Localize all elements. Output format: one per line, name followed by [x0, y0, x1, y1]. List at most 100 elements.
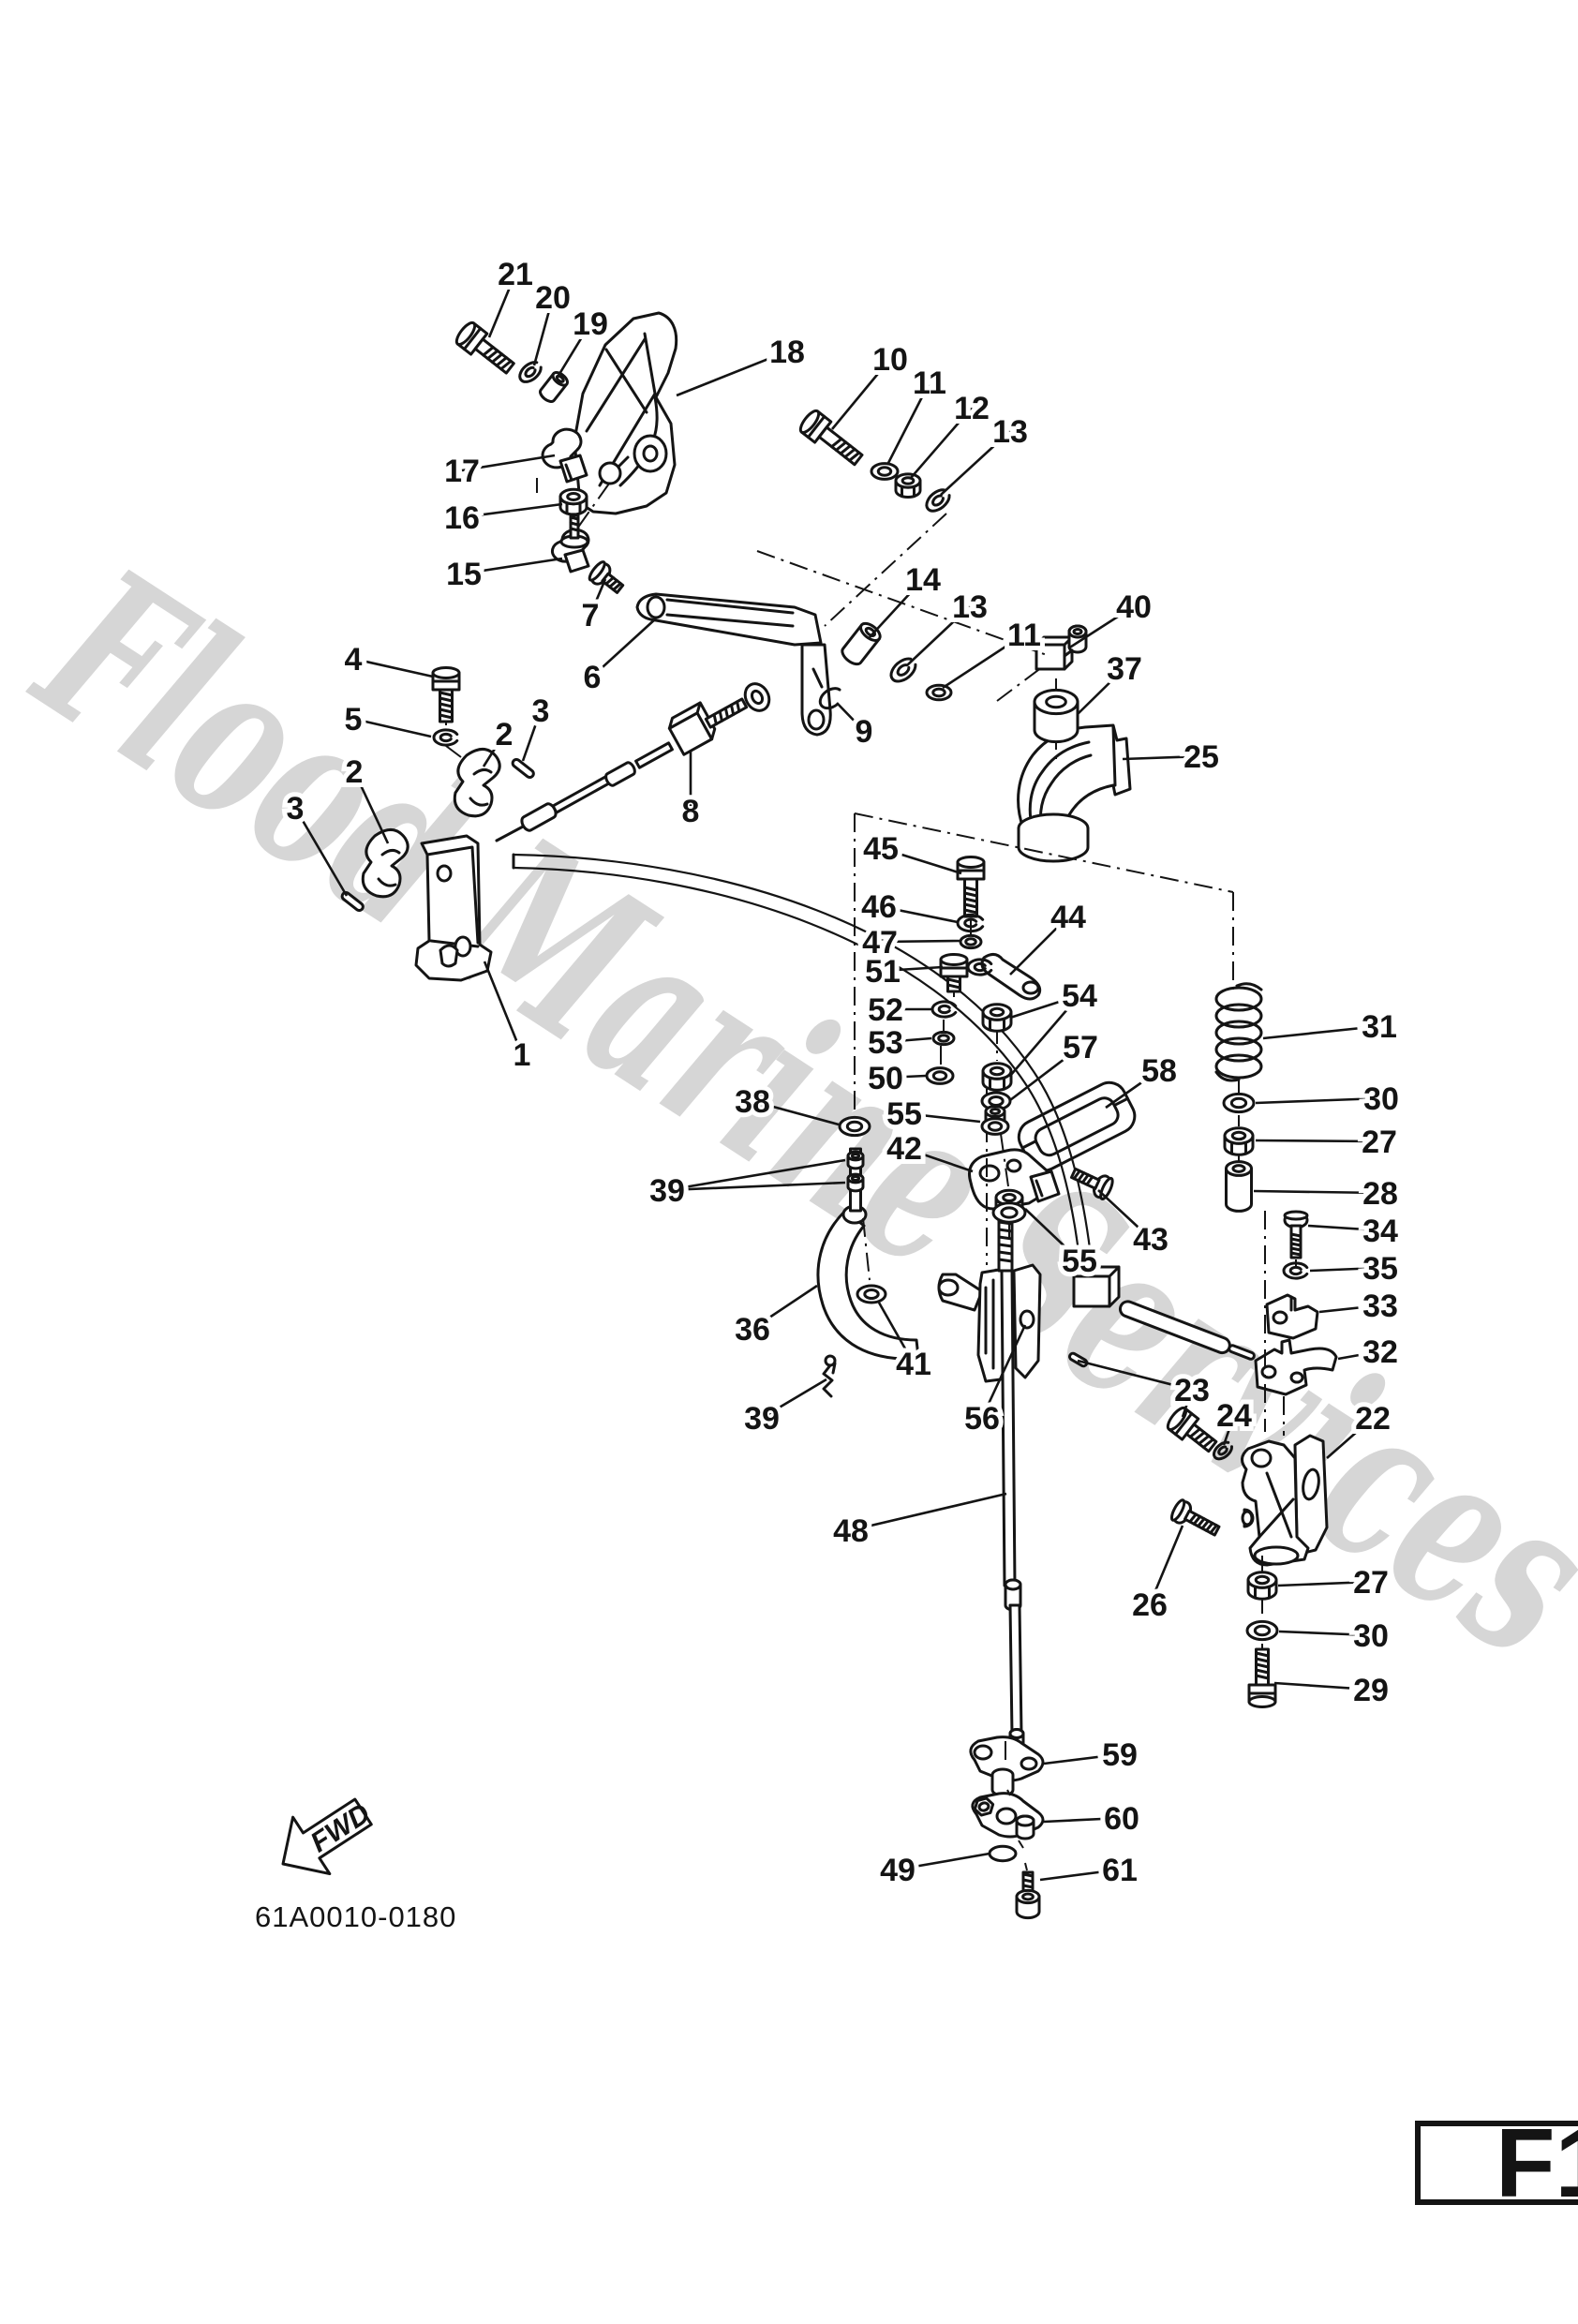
callout-label-20: 20 [535, 280, 571, 316]
drawing-number: 61A0010-0180 [255, 1900, 456, 1933]
cotter-pin-39 [822, 1354, 837, 1398]
washer-11 [925, 683, 953, 702]
callout-label-25: 25 [1184, 739, 1219, 775]
callout-label-61: 61 [1102, 1853, 1138, 1888]
leader-line-60 [1043, 1816, 1123, 1824]
washer-5 [432, 728, 459, 747]
leader-line-15 [463, 557, 563, 575]
callout-label-43: 43 [1133, 1222, 1169, 1258]
leader-line-5 [352, 717, 432, 738]
nut-54 [981, 1003, 1013, 1033]
spring-31 [1214, 982, 1263, 1082]
callout-label-60: 60 [1104, 1801, 1139, 1837]
washer-11 [870, 462, 900, 481]
bracket-18 [573, 311, 678, 515]
centerline [1018, 1840, 1024, 1849]
callout-label-4: 4 [345, 642, 363, 678]
throttle-cable-lower [512, 853, 1256, 1361]
callout-label-15: 15 [446, 557, 482, 592]
callout-label-3: 3 [532, 693, 550, 729]
diagram-linework: FWD [281, 311, 1338, 1876]
screw-43 [1069, 1167, 1114, 1200]
leader-line-16 [461, 502, 563, 519]
cable-adjuster-8 [667, 701, 717, 756]
leader-line-25 [1122, 754, 1202, 761]
washer-52 [930, 1000, 958, 1019]
leader-line-55 [903, 1111, 981, 1124]
callout-label-55: 55 [1062, 1244, 1097, 1279]
leader-line-14 [869, 578, 924, 638]
callout-label-49: 49 [880, 1853, 916, 1888]
callout-label-41: 41 [896, 1347, 931, 1382]
callout-label-53: 53 [868, 1025, 903, 1061]
leader-line-2 [482, 733, 506, 767]
callout-label-54: 54 [1062, 978, 1097, 1014]
callout-label-5: 5 [345, 702, 363, 737]
leader-line-42 [903, 1146, 974, 1173]
callout-label-48: 48 [833, 1513, 869, 1549]
leader-line-18 [676, 350, 788, 397]
washer-44 [966, 958, 993, 976]
callout-label-8: 8 [682, 794, 700, 829]
bracket-1 [414, 834, 493, 982]
washer-50 [925, 1066, 955, 1085]
centerline [862, 1217, 871, 1281]
leader-line-57 [1009, 1045, 1081, 1102]
leader-line-1 [483, 961, 524, 1055]
throttle-rod-48 [997, 1216, 1025, 1750]
bolt-45 [956, 856, 986, 918]
leader-line-41 [877, 1302, 916, 1364]
callout-label-27: 27 [1362, 1125, 1397, 1160]
throttle-cable-8 [495, 682, 771, 842]
bolt-51 [939, 953, 969, 993]
leader-line-13 [940, 430, 1011, 496]
leader-line-45 [880, 846, 962, 875]
leader-line-9 [836, 702, 865, 732]
magneto-control-lever-6 [635, 592, 832, 737]
callout-label-6: 6 [584, 660, 602, 695]
leader-line-10 [830, 358, 892, 430]
callout-label-52: 52 [868, 992, 903, 1028]
leader-line-27 [1255, 1139, 1380, 1143]
centerline [854, 812, 1234, 893]
bolt-7 [588, 560, 625, 594]
throttle-lever-25 [1017, 723, 1132, 863]
centerline [756, 550, 1050, 657]
leader-line-11 [942, 633, 1025, 690]
leader-line-11 [886, 381, 931, 466]
link-44 [980, 953, 1042, 1001]
callout-label-21: 21 [498, 257, 533, 292]
callout-label-34: 34 [1362, 1214, 1398, 1249]
callout-label-30: 30 [1353, 1618, 1389, 1654]
leader-line-40 [1067, 604, 1135, 650]
callout-label-13: 13 [992, 414, 1028, 450]
leader-line-39 [761, 1378, 827, 1420]
leader-line-30 [1255, 1096, 1382, 1105]
stay-33 [1265, 1293, 1319, 1340]
leader-line-37 [1077, 667, 1125, 715]
leader-line-23 [1181, 1389, 1194, 1418]
callout-label-56: 56 [964, 1401, 1000, 1437]
leader-line-34 [1307, 1224, 1381, 1232]
centerline [445, 745, 462, 758]
cable-joint-40 [1035, 624, 1088, 671]
bolt-61-head [1015, 1888, 1041, 1920]
callout-label-12: 12 [954, 391, 990, 426]
page-code-box: F1 [1415, 2109, 1578, 2218]
washer-53 [931, 1030, 956, 1047]
leader-line-51 [882, 965, 944, 973]
leader-line-48 [850, 1492, 1007, 1532]
bushing-14 [841, 621, 882, 666]
leader-line-24 [1222, 1414, 1236, 1446]
centerline [576, 483, 610, 529]
clip-13 [925, 488, 951, 513]
callout-label-24: 24 [1216, 1398, 1252, 1434]
bushing-55-flange [980, 1117, 1010, 1136]
callout-label-57: 57 [1063, 1030, 1098, 1065]
leader-line-61 [1039, 1868, 1121, 1882]
callout-label-38: 38 [735, 1084, 770, 1120]
fasteners [340, 320, 1309, 1920]
callout-label-32: 32 [1362, 1334, 1398, 1370]
centerline [1000, 1133, 1009, 1187]
